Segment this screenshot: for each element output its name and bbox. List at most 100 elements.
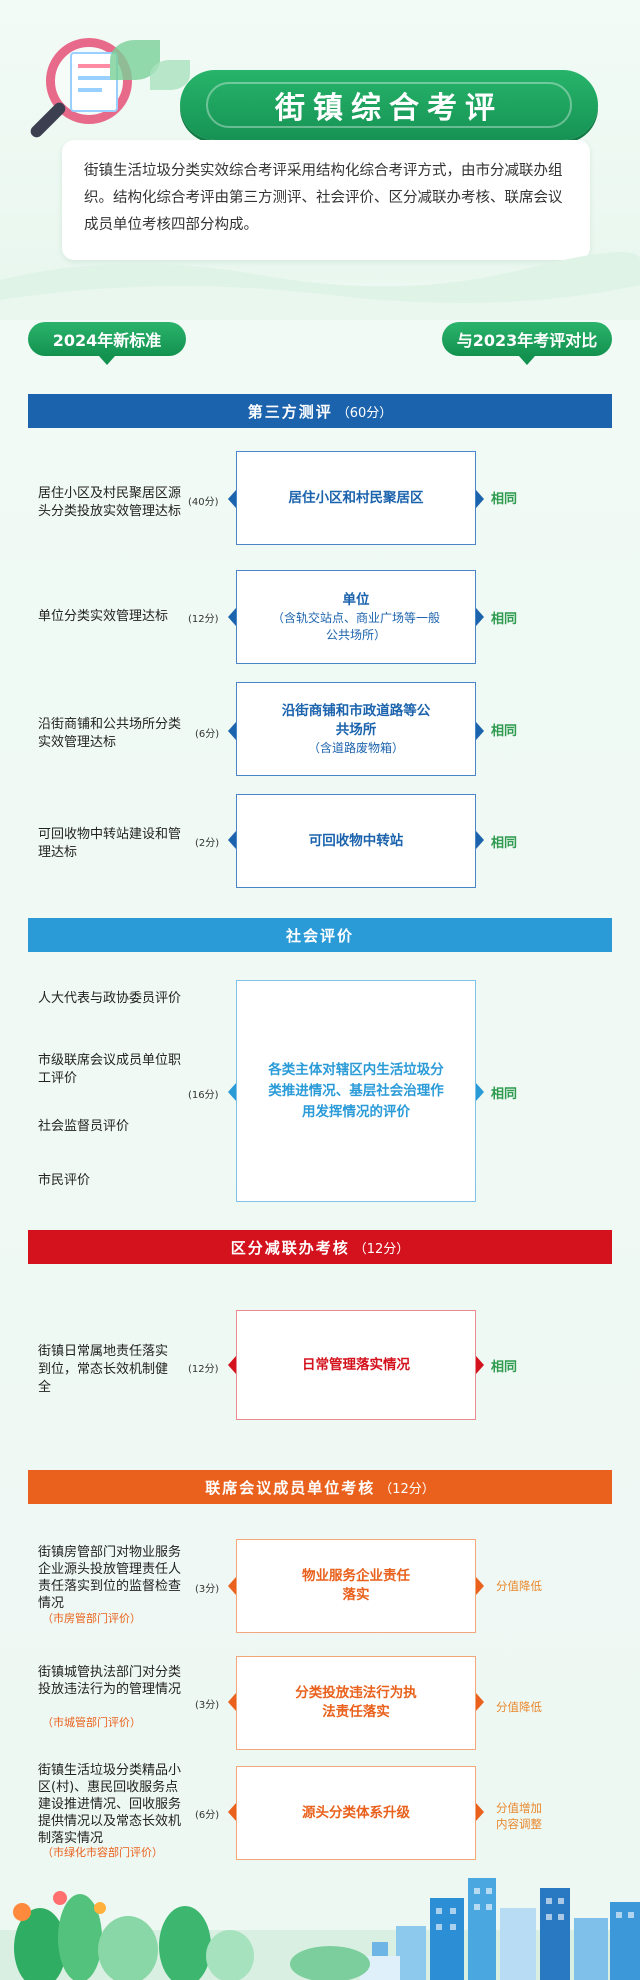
item-title: 沿街商铺和市政道路等公共场所 (281, 702, 431, 738)
compare-result: 分值降低 (496, 1700, 542, 1714)
criteria-text: 居住小区及村民聚居区源头分类投放实效管理达标 (38, 486, 182, 519)
criteria-points: (12分) (188, 614, 219, 625)
section-points: （12分） (353, 1241, 410, 1257)
section-social-header: 社会评价 (28, 918, 612, 952)
arrow-left-icon (228, 831, 236, 849)
criteria-text: 可回收物中转站建设和管理达标 (38, 827, 182, 860)
arrow-right-icon (476, 1693, 484, 1711)
arrow-right-icon (476, 722, 484, 740)
section-title: 第三方测评 (247, 402, 333, 421)
arrow-left-icon (228, 1577, 236, 1595)
item-subtitle: （含轨交站点、商业广场等一般公共场所） (271, 610, 440, 642)
compare-result: 相同 (491, 492, 518, 507)
criteria-text: 街镇日常属地责任落实到位，常态长效机制健全 (38, 1344, 169, 1395)
hills-decoration (0, 252, 640, 320)
new-standard-label: 2024年新标准 (52, 331, 162, 350)
page-title-banner: 街镇综合考评 (180, 70, 598, 140)
third-party-item-box: 居住小区和村民聚居区 (236, 451, 476, 545)
item-title: 源头分类体系升级 (302, 1804, 410, 1821)
document-line (78, 88, 102, 92)
criteria-text: 街镇房管部门对物业服务企业源头投放管理责任人责任落实到位的监督检查情况 (38, 1545, 182, 1611)
criteria-text: 单位分类实效管理达标 (38, 609, 169, 624)
compare-result: 分值降低 (496, 1579, 542, 1593)
section-district-header: 区分减联办考核 （12分） (28, 1230, 612, 1264)
city-plants-decoration (13, 1878, 640, 1980)
item-title: 分类投放违法行为执法责任落实 (295, 1685, 417, 1720)
section-title: 联席会议成员单位考核 (205, 1478, 376, 1497)
pill-pointer (99, 356, 115, 365)
leaf-icon (150, 60, 190, 90)
arrow-right-icon (476, 1083, 484, 1101)
social-item-box: 各类主体对辖区内生活垃圾分类推进情况、基层社会治理作用发挥情况的评价 (236, 980, 476, 1202)
arrow-left-icon (228, 1693, 236, 1711)
social-item: 社会监督员评价 (38, 1119, 130, 1134)
arrow-right-icon (476, 1577, 484, 1595)
item-title: 可回收物中转站 (308, 832, 404, 849)
arrow-right-icon (476, 1356, 484, 1374)
pill-pointer (519, 356, 535, 365)
compare-result: 相同 (491, 1087, 518, 1102)
criteria-text: 街镇生活垃圾分类精品小区(村)、惠民回收服务点建设推进情况、回收服务提供情况以及… (38, 1763, 182, 1846)
document-line (78, 76, 110, 80)
magnifier-handle (28, 100, 68, 140)
intro-box: 街镇生活垃圾分类实效综合考评采用结构化综合考评方式，由市分减联办组织。结构化综合… (62, 140, 590, 260)
section-title: 社会评价 (285, 926, 354, 945)
arrow-left-icon (228, 1356, 236, 1374)
title-banner-border (206, 82, 572, 128)
section-points: （12分） (379, 1481, 435, 1497)
item-title: 居住小区和村民聚居区 (288, 489, 424, 506)
compare-2023-pill: 与2023年考评对比 (442, 322, 612, 356)
criteria-points: (6分) (195, 729, 220, 740)
document-line (78, 64, 110, 68)
arrow-right-icon (476, 490, 484, 508)
item-title: 单位 (342, 591, 370, 608)
section-joint-meeting-header: 联席会议成员单位考核 （12分） (28, 1470, 612, 1504)
section-title: 区分减联办考核 (230, 1238, 350, 1257)
social-points: (16分) (188, 1090, 219, 1101)
compare-result: 相同 (491, 836, 518, 851)
arrow-left-icon (228, 608, 236, 626)
criteria-points: (3分) (195, 1700, 220, 1711)
criteria-points: (2分) (195, 838, 220, 849)
district-item-box: 日常管理落实情况 (236, 1310, 476, 1420)
arrow-left-icon (228, 722, 236, 740)
item-title: 日常管理落实情况 (302, 1356, 410, 1373)
new-standard-pill: 2024年新标准 (28, 322, 186, 356)
third-party-item-box: 可回收物中转站 (236, 794, 476, 888)
social-item: 市级联席会议成员单位职工评价 (38, 1053, 182, 1086)
joint-item-box: 分类投放违法行为执法责任落实 (236, 1656, 476, 1750)
arrow-left-icon (228, 1083, 236, 1101)
section-third-party-header: 第三方测评 （60分） (28, 394, 612, 428)
arrow-right-icon (476, 1803, 484, 1821)
third-party-item-box: 沿街商铺和市政道路等公共场所 （含道路废物箱） (236, 682, 476, 776)
item-subtitle: （含道路废物箱） (307, 740, 404, 755)
arrow-left-icon (228, 1803, 236, 1821)
joint-item-box: 源头分类体系升级 (236, 1766, 476, 1860)
social-item: 人大代表与政协委员评价 (38, 991, 182, 1006)
joint-item-box: 物业服务企业责任落实 (236, 1539, 476, 1633)
section-points: （60分） (336, 405, 393, 421)
compare-result: 相同 (491, 724, 518, 739)
social-description: 各类主体对辖区内生活垃圾分类推进情况、基层社会治理作用发挥情况的评价 (268, 1061, 444, 1120)
third-party-item-box: 单位 （含轨交站点、商业广场等一般公共场所） (236, 570, 476, 664)
criteria-points: (12分) (188, 1364, 219, 1375)
arrow-left-icon (228, 490, 236, 508)
arrow-right-icon (476, 831, 484, 849)
criteria-points: (6分) (195, 1810, 220, 1821)
arrow-right-icon (476, 608, 484, 626)
item-title: 物业服务企业责任落实 (302, 1568, 410, 1603)
compare-2023-label: 与2023年考评对比 (456, 331, 598, 350)
page-title: 街镇综合考评 (275, 91, 503, 126)
intro-text: 街镇生活垃圾分类实效综合考评采用结构化综合考评方式，由市分减联办组织。结构化综合… (84, 163, 563, 233)
criteria-note: （市城管部门评价） (42, 1716, 141, 1729)
criteria-text: 街镇城管执法部门对分类投放违法行为的管理情况 (38, 1665, 182, 1697)
criteria-text: 沿街商铺和公共场所分类实效管理达标 (38, 717, 182, 750)
compare-result-2: 内容调整 (496, 1817, 542, 1831)
criteria-points: (40分) (188, 497, 219, 508)
criteria-note: （市绿化市容部门评价） (42, 1846, 163, 1859)
criteria-note: （市房管部门评价） (42, 1612, 141, 1625)
criteria-points: (3分) (195, 1584, 220, 1595)
social-item: 市民评价 (38, 1173, 91, 1188)
compare-result: 分值增加 (496, 1801, 542, 1815)
compare-result: 相同 (491, 612, 518, 627)
